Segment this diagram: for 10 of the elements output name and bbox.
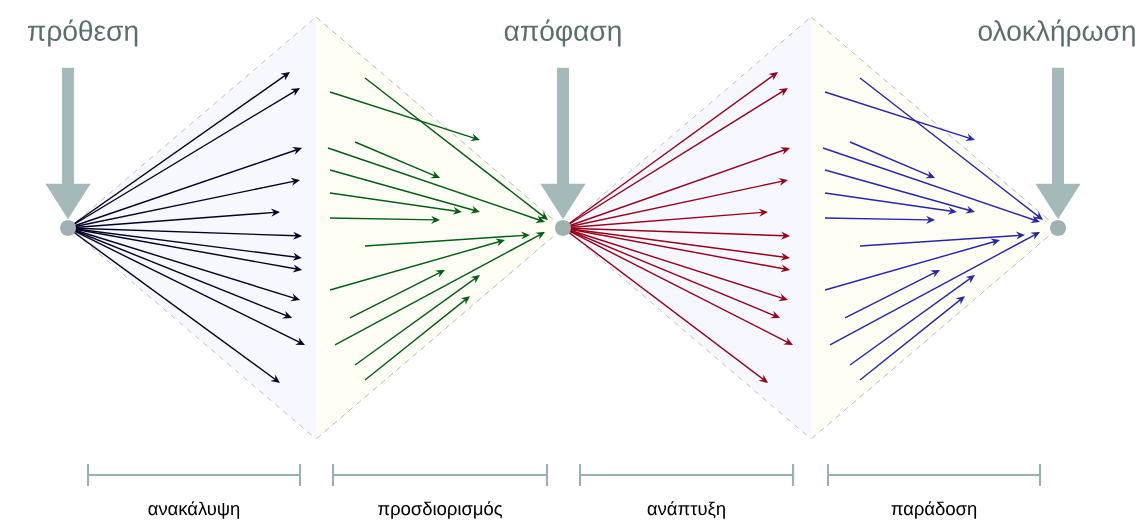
dot: [60, 220, 76, 236]
phase-label: ανάπτυξη: [647, 501, 725, 519]
dot: [555, 220, 571, 236]
phase-label: παράδοση: [891, 501, 977, 519]
phase-label: προσδιορισμός: [378, 501, 503, 519]
dot: [1050, 220, 1066, 236]
phase-label: ανακάλυψη: [148, 501, 240, 519]
stage-label: απόφαση: [504, 19, 621, 47]
stage-label: πρόθεση: [28, 19, 138, 47]
stage-label: ολοκλήρωση: [978, 19, 1135, 47]
